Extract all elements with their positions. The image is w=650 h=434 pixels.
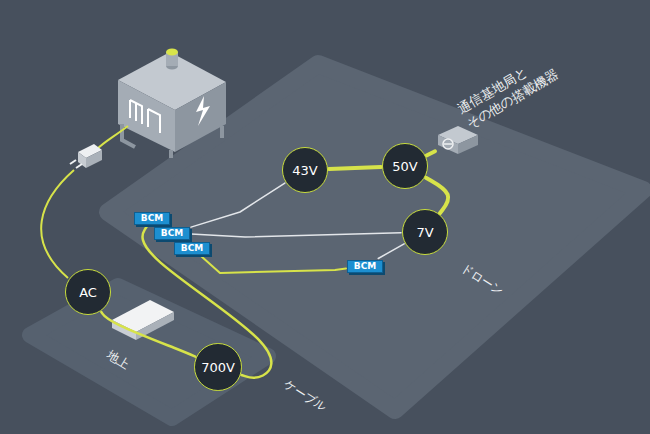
node-label: BCM [141, 213, 163, 223]
power-cord [96, 126, 128, 150]
equipment-box: 通信基地局と その他の搭載機器 [436, 125, 480, 155]
plug [70, 144, 102, 168]
node-label: BCM [181, 243, 203, 253]
bcm-module: BCM [174, 242, 210, 255]
bcm-module: BCM [134, 212, 170, 225]
power-line [200, 256, 346, 274]
voltage-circle: 43V [282, 147, 328, 193]
region-label: ケーブル [280, 376, 330, 416]
node-label: AC [79, 285, 97, 300]
node-label: BCM [354, 261, 376, 271]
bcm-module: BCM [347, 260, 383, 273]
voltage-circle: 700V [194, 343, 242, 391]
node-label: 50V [392, 159, 417, 174]
node-label: BCM [161, 228, 183, 238]
node-label: 700V [201, 360, 235, 375]
voltage-circle: 7V [402, 209, 448, 255]
generator [118, 49, 226, 159]
voltage-circle: 50V [382, 143, 428, 189]
voltage-circle: AC [65, 269, 111, 315]
power-line [426, 178, 448, 213]
power-line [427, 151, 435, 155]
power-line [191, 233, 401, 237]
power-line [329, 167, 381, 169]
node-label: 43V [292, 163, 317, 178]
node-label: 7V [416, 225, 433, 240]
power-line [378, 244, 404, 259]
ac-wire [41, 170, 74, 278]
ground-unit [112, 300, 174, 340]
power-line [191, 183, 285, 227]
drone-panel [108, 64, 643, 410]
bcm-module: BCM [154, 227, 190, 240]
equipment-label: 通信基地局と その他の搭載機器 [455, 48, 569, 133]
